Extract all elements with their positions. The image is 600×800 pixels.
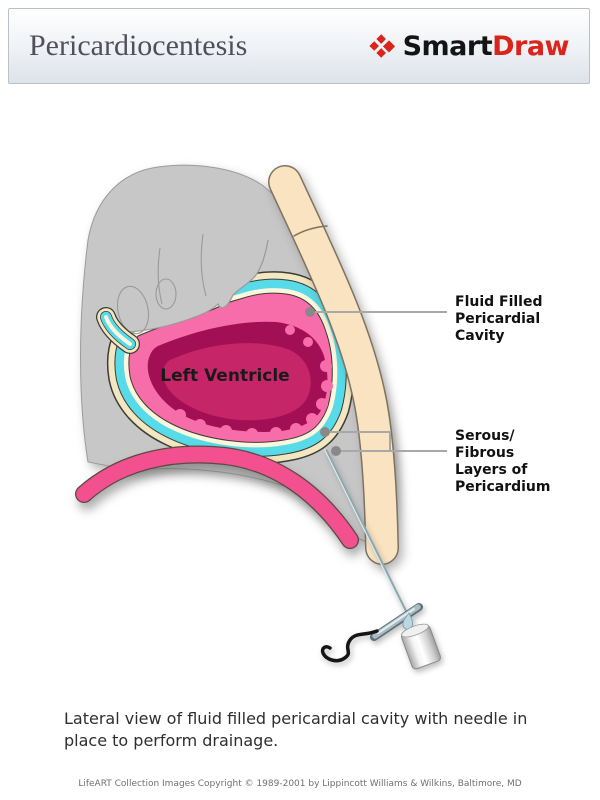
- needle-highlight: [324, 449, 405, 612]
- callout-dot-serous-2: [331, 446, 341, 456]
- callout-text-line: Layers of: [455, 462, 528, 478]
- callout-text-line: Pericardium: [455, 479, 550, 495]
- drainage-instrument: [320, 449, 441, 670]
- left-ventricle-label: Left Ventricle: [160, 366, 289, 386]
- trabeculae-scallops: [174, 325, 333, 440]
- pericardiocentesis-diagram: Left Ventricle: [75, 164, 550, 670]
- fluid-droplet: [402, 612, 413, 630]
- callout-text-line: Fibrous: [455, 445, 514, 461]
- brand-draw: Draw: [492, 30, 569, 62]
- brand-smart: Smart: [402, 30, 493, 62]
- diaphragm: [75, 445, 359, 549]
- figure-caption: Lateral view of fluid filled pericardial…: [64, 709, 528, 750]
- smartdraw-diamond-icon: [369, 34, 395, 58]
- pericardium-hook-tip: [96, 307, 140, 354]
- callout-text-line: Pericardial: [455, 311, 540, 327]
- copyright-line: LifeART Collection Images Copyright © 19…: [78, 779, 522, 789]
- leader-line-serous-upper: [325, 431, 391, 451]
- collection-vial: [401, 623, 441, 670]
- medical-illustration: Left Ventricle: [0, 90, 600, 700]
- left-ventricle-cavity: Left Ventricle: [147, 321, 333, 440]
- ventricle-inner-highlight: [163, 343, 311, 421]
- needle: [324, 449, 408, 613]
- great-vessel-recess: [105, 205, 269, 335]
- callout-text-line: Serous/: [455, 428, 515, 444]
- tissue-contour-lines: [116, 233, 207, 335]
- ecg-wire: [320, 629, 379, 663]
- callout-leaders: [305, 307, 447, 456]
- hemostat-clamp: [370, 603, 423, 641]
- page-title: Pericardiocentesis: [29, 29, 248, 62]
- callout-dot-serous-1: [320, 427, 330, 437]
- sternum: [268, 165, 399, 565]
- brand-wordmark: SmartDraw: [402, 30, 570, 62]
- smartdraw-logo: SmartDraw: [369, 31, 569, 62]
- callout-text-line: Cavity: [455, 328, 504, 344]
- callout-text-line: Fluid Filled: [455, 294, 543, 310]
- callout-serous-fibrous: Serous/ Fibrous Layers of Pericardium: [455, 428, 550, 495]
- title-bar: Pericardiocentesis SmartDraw: [8, 8, 590, 84]
- callout-dot-fluid: [305, 307, 315, 317]
- callout-fluid-filled: Fluid Filled Pericardial Cavity: [455, 294, 543, 344]
